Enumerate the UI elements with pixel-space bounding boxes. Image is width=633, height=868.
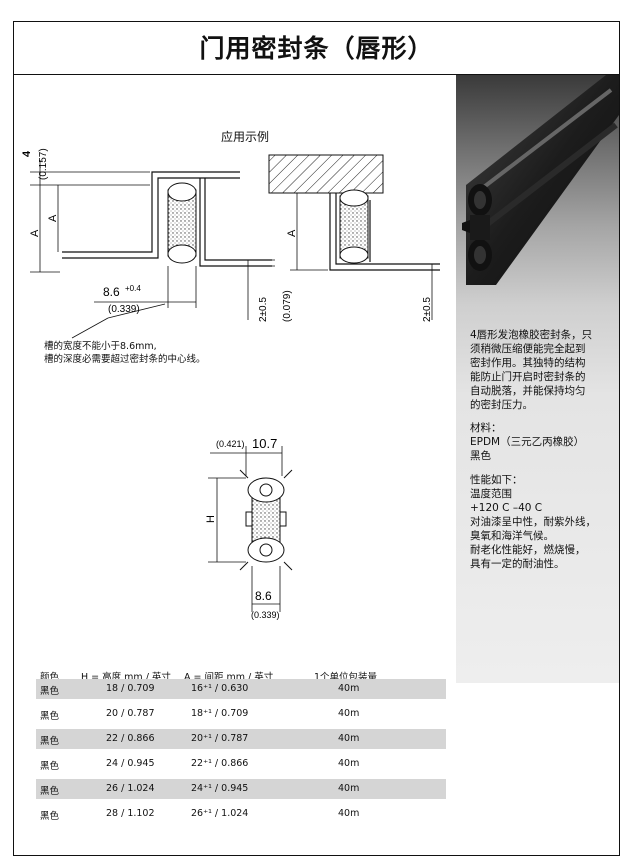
application-example-label: 应用示例 bbox=[221, 130, 270, 144]
properties-section: 性能如下： 温度范围 +120 C –40 C 对油漆呈中性，耐紫外线， 臭氧和… bbox=[470, 473, 615, 571]
desc-line: 须稍微压缩便能完全起到 bbox=[470, 343, 586, 355]
cross-section bbox=[239, 469, 293, 571]
dim-h: H bbox=[205, 515, 217, 523]
left-seal bbox=[167, 182, 197, 264]
dim-0079: (0.079) bbox=[282, 290, 293, 322]
cell-package: 40m bbox=[338, 733, 360, 744]
cell-spacing: 16⁺¹ / 0.630 bbox=[191, 683, 249, 694]
cell-height: 28 / 1.102 bbox=[106, 808, 155, 819]
cell-package: 40m bbox=[338, 808, 360, 819]
technical-drawing: 4 (0.157) A A 8.6 +0.4 (0.339) 2±0.5 (0.… bbox=[21, 148, 440, 620]
desc-line: 能防止门开启时密封条的 bbox=[470, 371, 586, 383]
desc-line: 自动脱落，并能保持均匀 bbox=[470, 385, 586, 397]
cell-color: 黑色 bbox=[40, 736, 60, 747]
material-line: EPDM（三元乙丙橡胶） bbox=[470, 436, 585, 448]
header-spacing: A = 间距 mm / 英寸 bbox=[184, 672, 274, 683]
cell-color: 黑色 bbox=[40, 811, 60, 822]
cell-color: 黑色 bbox=[40, 686, 60, 697]
dim-0421: (0.421) bbox=[216, 439, 245, 449]
cell-spacing: 22⁺¹ / 0.866 bbox=[191, 758, 249, 769]
cell-package: 40m bbox=[338, 783, 360, 794]
cell-spacing: 20⁺¹ / 0.787 bbox=[191, 733, 249, 744]
cell-package: 40m bbox=[338, 683, 360, 694]
desc-line: 4唇形发泡橡胶密封条，只 bbox=[470, 329, 593, 341]
groove-note-line-1: 槽的宽度不能小于8.6mm, bbox=[44, 341, 157, 352]
product-description: 4唇形发泡橡胶密封条，只 须稍微压缩便能完全起到 密封作用。其独特的结构 能防止… bbox=[470, 328, 615, 412]
table-header: 颜色 H = 高度 mm / 英寸 A = 间距 mm / 英寸 1个单位包装量 bbox=[36, 669, 446, 683]
door-hatched bbox=[268, 154, 384, 194]
cell-height: 22 / 0.866 bbox=[106, 733, 155, 744]
cell-height: 24 / 0.945 bbox=[106, 758, 155, 769]
dim-4: 4 bbox=[21, 150, 33, 157]
properties-line: 耐老化性能好，燃烧慢， bbox=[470, 544, 586, 556]
cell-height: 18 / 0.709 bbox=[106, 683, 155, 694]
cell-color: 黑色 bbox=[40, 761, 60, 772]
cell-color: 黑色 bbox=[40, 786, 60, 797]
desc-line: 密封作用。其独特的结构 bbox=[470, 357, 586, 369]
properties-line: 臭氧和海洋气候。 bbox=[470, 530, 554, 542]
dim-0339: (0.339) bbox=[108, 304, 140, 315]
dim-a-outer: A bbox=[29, 229, 41, 237]
properties-line: +120 C –40 C bbox=[470, 502, 543, 514]
dim-2-05-left: 2±0.5 bbox=[258, 297, 269, 322]
dim-0157: (0.157) bbox=[38, 148, 49, 180]
cell-spacing: 26⁺¹ / 1.024 bbox=[191, 808, 249, 819]
cell-height: 20 / 0.787 bbox=[106, 708, 155, 719]
properties-line: 具有一定的耐油性。 bbox=[470, 558, 565, 570]
dim-0339-bottom: (0.339) bbox=[251, 610, 280, 620]
material-title: 材料： bbox=[470, 422, 502, 434]
cell-package: 40m bbox=[338, 758, 360, 769]
properties-line: 温度范围 bbox=[470, 488, 512, 500]
left-panel-profile bbox=[62, 171, 272, 267]
dim-a-inner: A bbox=[47, 214, 59, 222]
header-package: 1个单位包装量 bbox=[314, 672, 378, 683]
cell-package: 40m bbox=[338, 708, 360, 719]
properties-line: 对油漆呈中性，耐紫外线， bbox=[470, 516, 596, 528]
table-row: 黑色 22 / 0.866 20⁺¹ / 0.787 40m bbox=[36, 729, 446, 749]
groove-note: 槽的宽度不能小于8.6mm, 槽的深度必需要超过密封条的中心线。 bbox=[44, 340, 206, 366]
header-color: 颜色 bbox=[40, 672, 60, 683]
material-section: 材料： EPDM（三元乙丙橡胶） 黑色 bbox=[470, 421, 615, 463]
table-row: 黑色 24 / 0.945 22⁺¹ / 0.866 40m bbox=[36, 754, 446, 774]
page-frame bbox=[13, 21, 620, 856]
table-row: 黑色 28 / 1.102 26⁺¹ / 1.024 40m bbox=[36, 804, 446, 824]
table-row: 黑色 26 / 1.024 24⁺¹ / 0.945 40m bbox=[36, 779, 446, 799]
material-line: 黑色 bbox=[470, 450, 491, 462]
title-bar: 门用密封条（唇形） bbox=[13, 21, 620, 75]
groove-note-line-2: 槽的深度必需要超过密封条的中心线。 bbox=[44, 354, 206, 365]
cell-spacing: 24⁺¹ / 0.945 bbox=[191, 783, 249, 794]
cell-spacing: 18⁺¹ / 0.709 bbox=[191, 708, 249, 719]
table-row: 黑色 18 / 0.709 16⁺¹ / 0.630 40m bbox=[36, 679, 446, 699]
dim-a-right: A bbox=[286, 229, 298, 237]
table-row: 黑色 20 / 0.787 18⁺¹ / 0.709 40m bbox=[36, 704, 446, 724]
dim-86: 8.6 bbox=[103, 285, 120, 299]
seal-strip-photo bbox=[462, 75, 619, 285]
properties-title: 性能如下： bbox=[470, 474, 523, 486]
dim-2-05-right: 2±0.5 bbox=[422, 297, 433, 322]
right-seal bbox=[339, 189, 369, 264]
product-photo-panel bbox=[456, 75, 619, 683]
dim-86-bottom: 8.6 bbox=[255, 589, 272, 603]
cell-height: 26 / 1.024 bbox=[106, 783, 155, 794]
dim-86-tolerance: +0.4 bbox=[125, 284, 141, 293]
cell-color: 黑色 bbox=[40, 711, 60, 722]
header-height: H = 高度 mm / 英寸 bbox=[81, 672, 171, 683]
dim-107: 10.7 bbox=[252, 436, 277, 451]
desc-line: 的密封压力。 bbox=[470, 399, 533, 411]
page-title: 门用密封条（唇形） bbox=[199, 34, 434, 63]
